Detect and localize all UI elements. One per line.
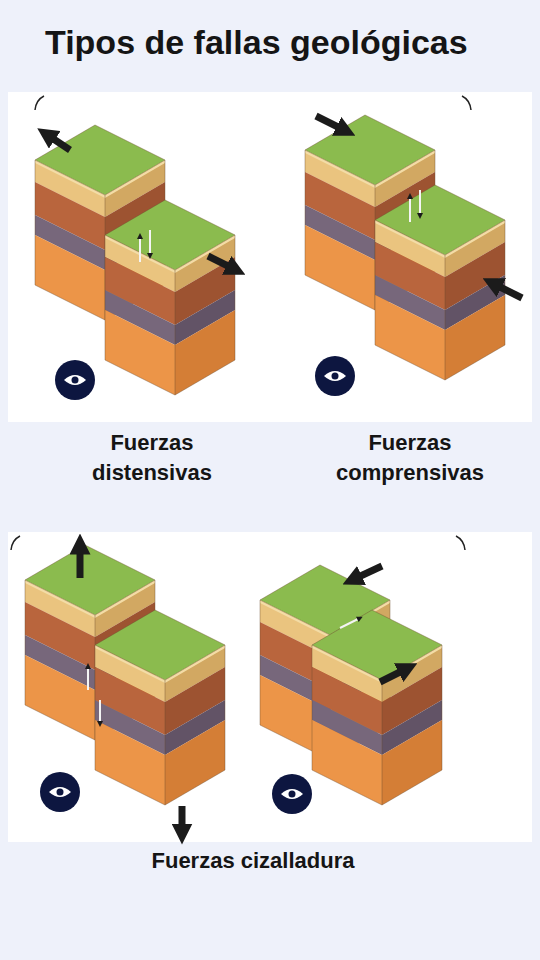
panel (8, 92, 532, 422)
force-label: Fuerzas cizalladura (43, 846, 463, 876)
force-label: Fuerzas distensivas (57, 428, 247, 488)
force-label: Fuerzas comprensivas (305, 428, 515, 488)
strike-slip-fault (260, 565, 442, 814)
reverse-fault (305, 115, 522, 396)
normal-fault (35, 125, 236, 400)
diagram-title: Tipos de fallas geológicas (45, 22, 468, 62)
panel (8, 532, 532, 842)
vertical-shear-fault (25, 544, 225, 834)
